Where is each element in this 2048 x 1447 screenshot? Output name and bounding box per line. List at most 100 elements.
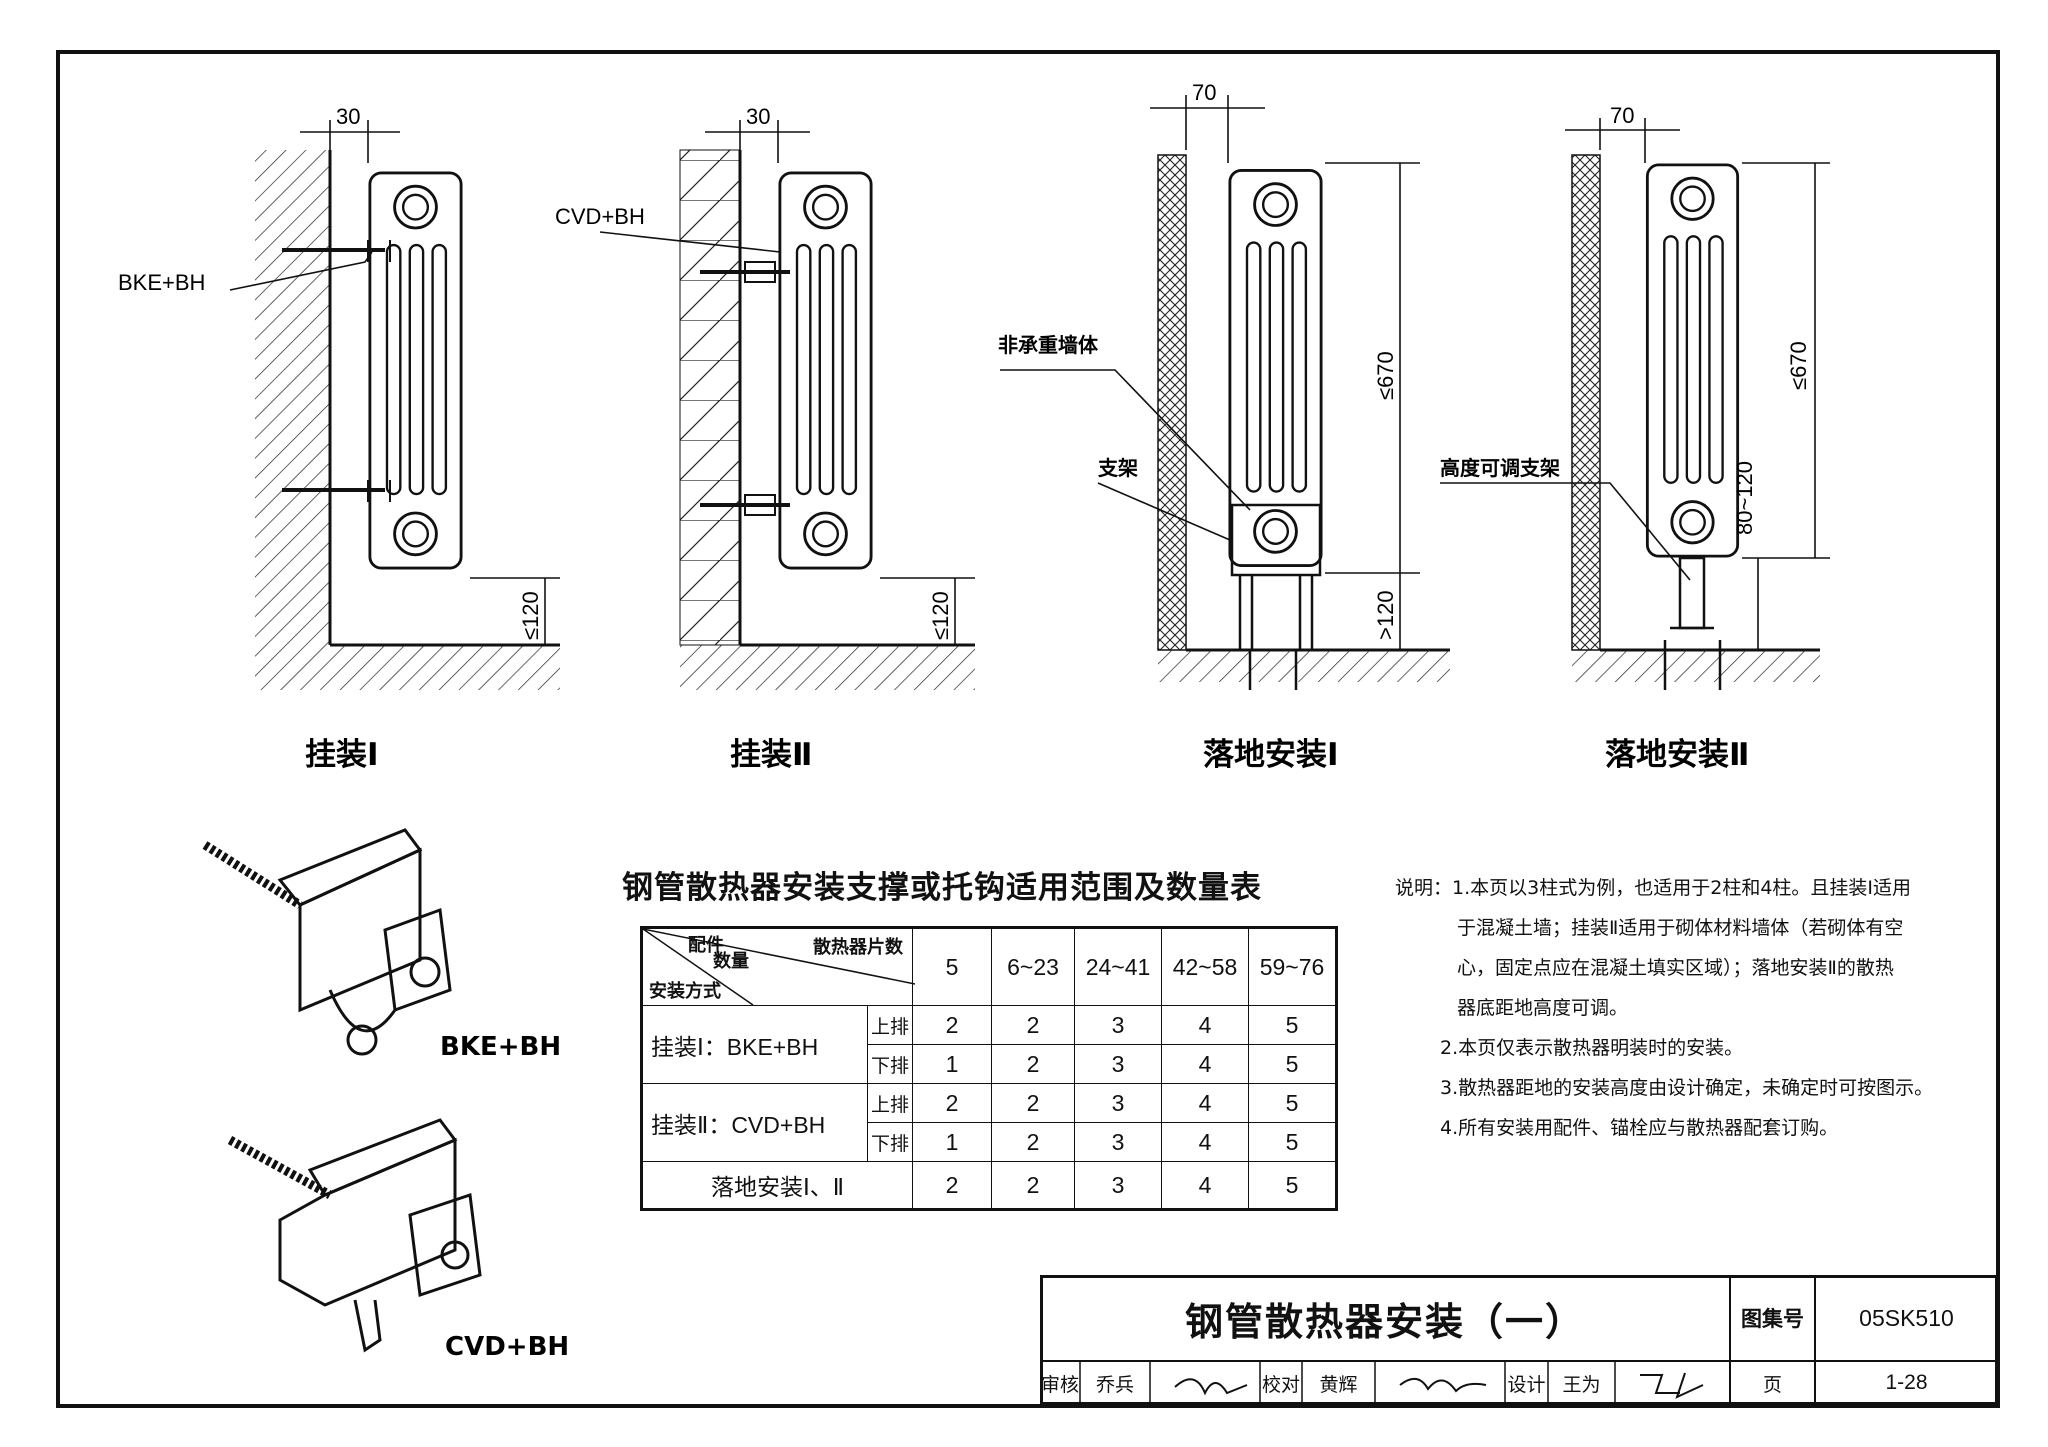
table-cell: 1 xyxy=(912,1122,992,1162)
table-cell: 4 xyxy=(1161,1005,1249,1045)
title-hang1: 挂装Ⅰ xyxy=(305,737,379,773)
dim-height-floor1: ≤670 xyxy=(1373,351,1398,400)
table-cell: 2 xyxy=(912,1005,992,1045)
note-text: 1.本页以3柱式为例，也适用于2柱和4柱。且挂装Ⅰ适用 xyxy=(1452,877,1912,899)
table-cell: 4 xyxy=(1161,1044,1249,1084)
table-row: 挂装Ⅱ：CVD+BH 上排 2 2 3 4 5 xyxy=(641,1083,1337,1162)
atlas-label: 图集号 xyxy=(1741,1307,1804,1331)
dim-top-hang1: 30 xyxy=(336,104,360,129)
corner-label-sections: 散热器片数 xyxy=(813,937,903,957)
table-cell: 3 xyxy=(1074,1161,1162,1210)
table-cell: 5 xyxy=(1248,1161,1337,1210)
note-line: 2.本页仅表示散热器明装时的安装。 xyxy=(1440,1037,1744,1059)
note-line: 4.所有安装用配件、锚栓应与散热器配套订购。 xyxy=(1440,1117,1839,1139)
accessory-bke-label: BKE+BH xyxy=(440,1032,561,1062)
quantity-table-block: 钢管散热器安装支撑或托钩适用范围及数量表 配件 数量 散热器片数 安装方式 5 … xyxy=(618,862,1338,1211)
view-floor-2: 70 ≤670 80~120 高度可调支架 落地安装Ⅱ xyxy=(1440,103,1830,773)
row-mode: 落地安装Ⅰ、Ⅱ xyxy=(641,1161,913,1210)
notes: 说明：1.本页以3柱式为例，也适用于2柱和4柱。且挂装Ⅰ适用 于混凝土墙；挂装Ⅱ… xyxy=(1395,868,1995,1148)
row-position: 上排 xyxy=(867,1005,913,1045)
corner-label-parts: 配件 xyxy=(688,935,724,955)
table-cell: 3 xyxy=(1074,1044,1162,1084)
row-position: 下排 xyxy=(867,1044,913,1084)
quantity-table: 配件 数量 散热器片数 安装方式 5 6~23 24~41 42~58 59~7… xyxy=(640,926,1338,1211)
notes-prefix: 说明： xyxy=(1395,877,1453,899)
table-cell: 2 xyxy=(991,1044,1075,1084)
check-label: 校对 xyxy=(1261,1373,1300,1396)
table-corner-header: 配件 数量 散热器片数 安装方式 xyxy=(641,927,915,1006)
note-line: 于混凝土墙；挂装Ⅱ适用于砌体材料墙体（若砌体有空 xyxy=(1457,917,1904,939)
corner-label-qty: 数量 xyxy=(713,951,749,971)
table-row: 下排 1 2 3 4 5 xyxy=(642,1122,1337,1162)
accessory-cvd-label: CVD+BH xyxy=(445,1332,569,1362)
note-line: 器底距地高度可调。 xyxy=(1457,997,1629,1019)
table-cell: 2 xyxy=(912,1083,992,1123)
row-mode: 挂装Ⅱ：CVD+BH xyxy=(641,1083,868,1162)
page-number: 1-28 xyxy=(1885,1371,1928,1394)
drawing-title: 钢管散热器安装（一） xyxy=(1184,1299,1585,1344)
table-cell: 4 xyxy=(1161,1122,1249,1162)
row-mode: 挂装Ⅰ：BKE+BH xyxy=(641,1005,868,1084)
table-cell: 5 xyxy=(1248,1122,1337,1162)
col-header: 24~41 xyxy=(1074,927,1162,1006)
checker-name: 黄辉 xyxy=(1319,1373,1358,1396)
title-block-grid xyxy=(1040,1275,1998,1405)
label-bracket: 支架 xyxy=(1098,456,1138,480)
col-header: 5 xyxy=(912,927,992,1006)
dim-top-hang2: 30 xyxy=(746,104,770,129)
label-adjustable-bracket: 高度可调支架 xyxy=(1440,456,1560,480)
row-position: 下排 xyxy=(867,1122,913,1162)
table-cell: 2 xyxy=(991,1122,1075,1162)
view-floor-1: 70 ≤670 >120 非承重墙体 支架 落地安装Ⅰ xyxy=(998,80,1450,773)
view-hang-1: 30 ≤120 BKE+BH 挂装Ⅰ xyxy=(118,104,560,773)
dim-top-floor1: 70 xyxy=(1192,80,1216,105)
note-line: 心，固定点应在混凝土填实区域）；落地安装Ⅱ的散热 xyxy=(1457,957,1894,979)
table-cell: 5 xyxy=(1248,1083,1337,1123)
note-line: 说明：1.本页以3柱式为例，也适用于2柱和4柱。且挂装Ⅰ适用 xyxy=(1395,868,1995,908)
review-label: 审核 xyxy=(1040,1373,1079,1396)
table-row: 落地安装Ⅰ、Ⅱ 2 2 3 4 5 xyxy=(641,1161,1337,1210)
dim-bottom-hang1: ≤120 xyxy=(518,591,543,640)
table-row: 挂装Ⅰ：BKE+BH 上排 2 2 3 4 5 xyxy=(641,1005,1337,1084)
col-header: 42~58 xyxy=(1161,927,1249,1006)
note-line: 3.散热器距地的安装高度由设计确定，未确定时可按图示。 xyxy=(1440,1077,1934,1099)
dim-top-floor2: 70 xyxy=(1610,103,1634,128)
title-block: 钢管散热器安装（一） 图集号 05SK510 审核 乔兵 校对 黄辉 设计 王为… xyxy=(1040,1275,1998,1405)
title-hang2: 挂装Ⅱ xyxy=(730,737,812,773)
table-cell: 1 xyxy=(912,1044,992,1084)
table-cell: 3 xyxy=(1074,1083,1162,1123)
table-cell: 3 xyxy=(1074,1005,1162,1045)
table-cell: 4 xyxy=(1161,1161,1249,1210)
title-floor1: 落地安装Ⅰ xyxy=(1203,737,1339,773)
col-header: 6~23 xyxy=(991,927,1075,1006)
table-cell: 2 xyxy=(991,1083,1075,1123)
corner-diagonals xyxy=(643,929,915,1005)
row-position: 上排 xyxy=(867,1083,913,1123)
label-wall: 非承重墙体 xyxy=(998,333,1099,357)
accessory-bke-bh xyxy=(202,828,452,1056)
dim-bottom-hang2: ≤120 xyxy=(928,591,953,640)
table-cell: 4 xyxy=(1161,1083,1249,1123)
dim-bottom-floor1: >120 xyxy=(1373,590,1398,640)
accessory-cvd-bh xyxy=(227,1118,482,1353)
title-floor2: 落地安装Ⅱ xyxy=(1605,737,1749,773)
table-cell: 3 xyxy=(1074,1122,1162,1162)
col-header: 59~76 xyxy=(1248,927,1337,1006)
design-label: 设计 xyxy=(1507,1373,1546,1396)
table-title: 钢管散热器安装支撑或托钩适用范围及数量表 xyxy=(622,870,1262,906)
table-cell: 2 xyxy=(991,1005,1075,1045)
dim-height-floor2: ≤670 xyxy=(1786,341,1811,390)
reviewer-name: 乔兵 xyxy=(1095,1373,1134,1396)
label-cvd-bh: CVD+BH xyxy=(555,204,645,229)
dim-adjust-floor2: 80~120 xyxy=(1732,461,1757,535)
atlas-number: 05SK510 xyxy=(1859,1304,1954,1331)
sheet-border xyxy=(56,50,2000,1408)
corner-label-mode: 安装方式 xyxy=(649,981,721,1001)
table-cell: 2 xyxy=(991,1161,1075,1210)
table-row: 下排 1 2 3 4 5 xyxy=(642,1044,1337,1084)
page-label: 页 xyxy=(1762,1373,1782,1396)
view-hang-2: 30 ≤120 CVD+BH 挂装Ⅱ xyxy=(555,104,975,773)
table-cell: 2 xyxy=(912,1161,992,1210)
table-cell: 5 xyxy=(1248,1044,1337,1084)
